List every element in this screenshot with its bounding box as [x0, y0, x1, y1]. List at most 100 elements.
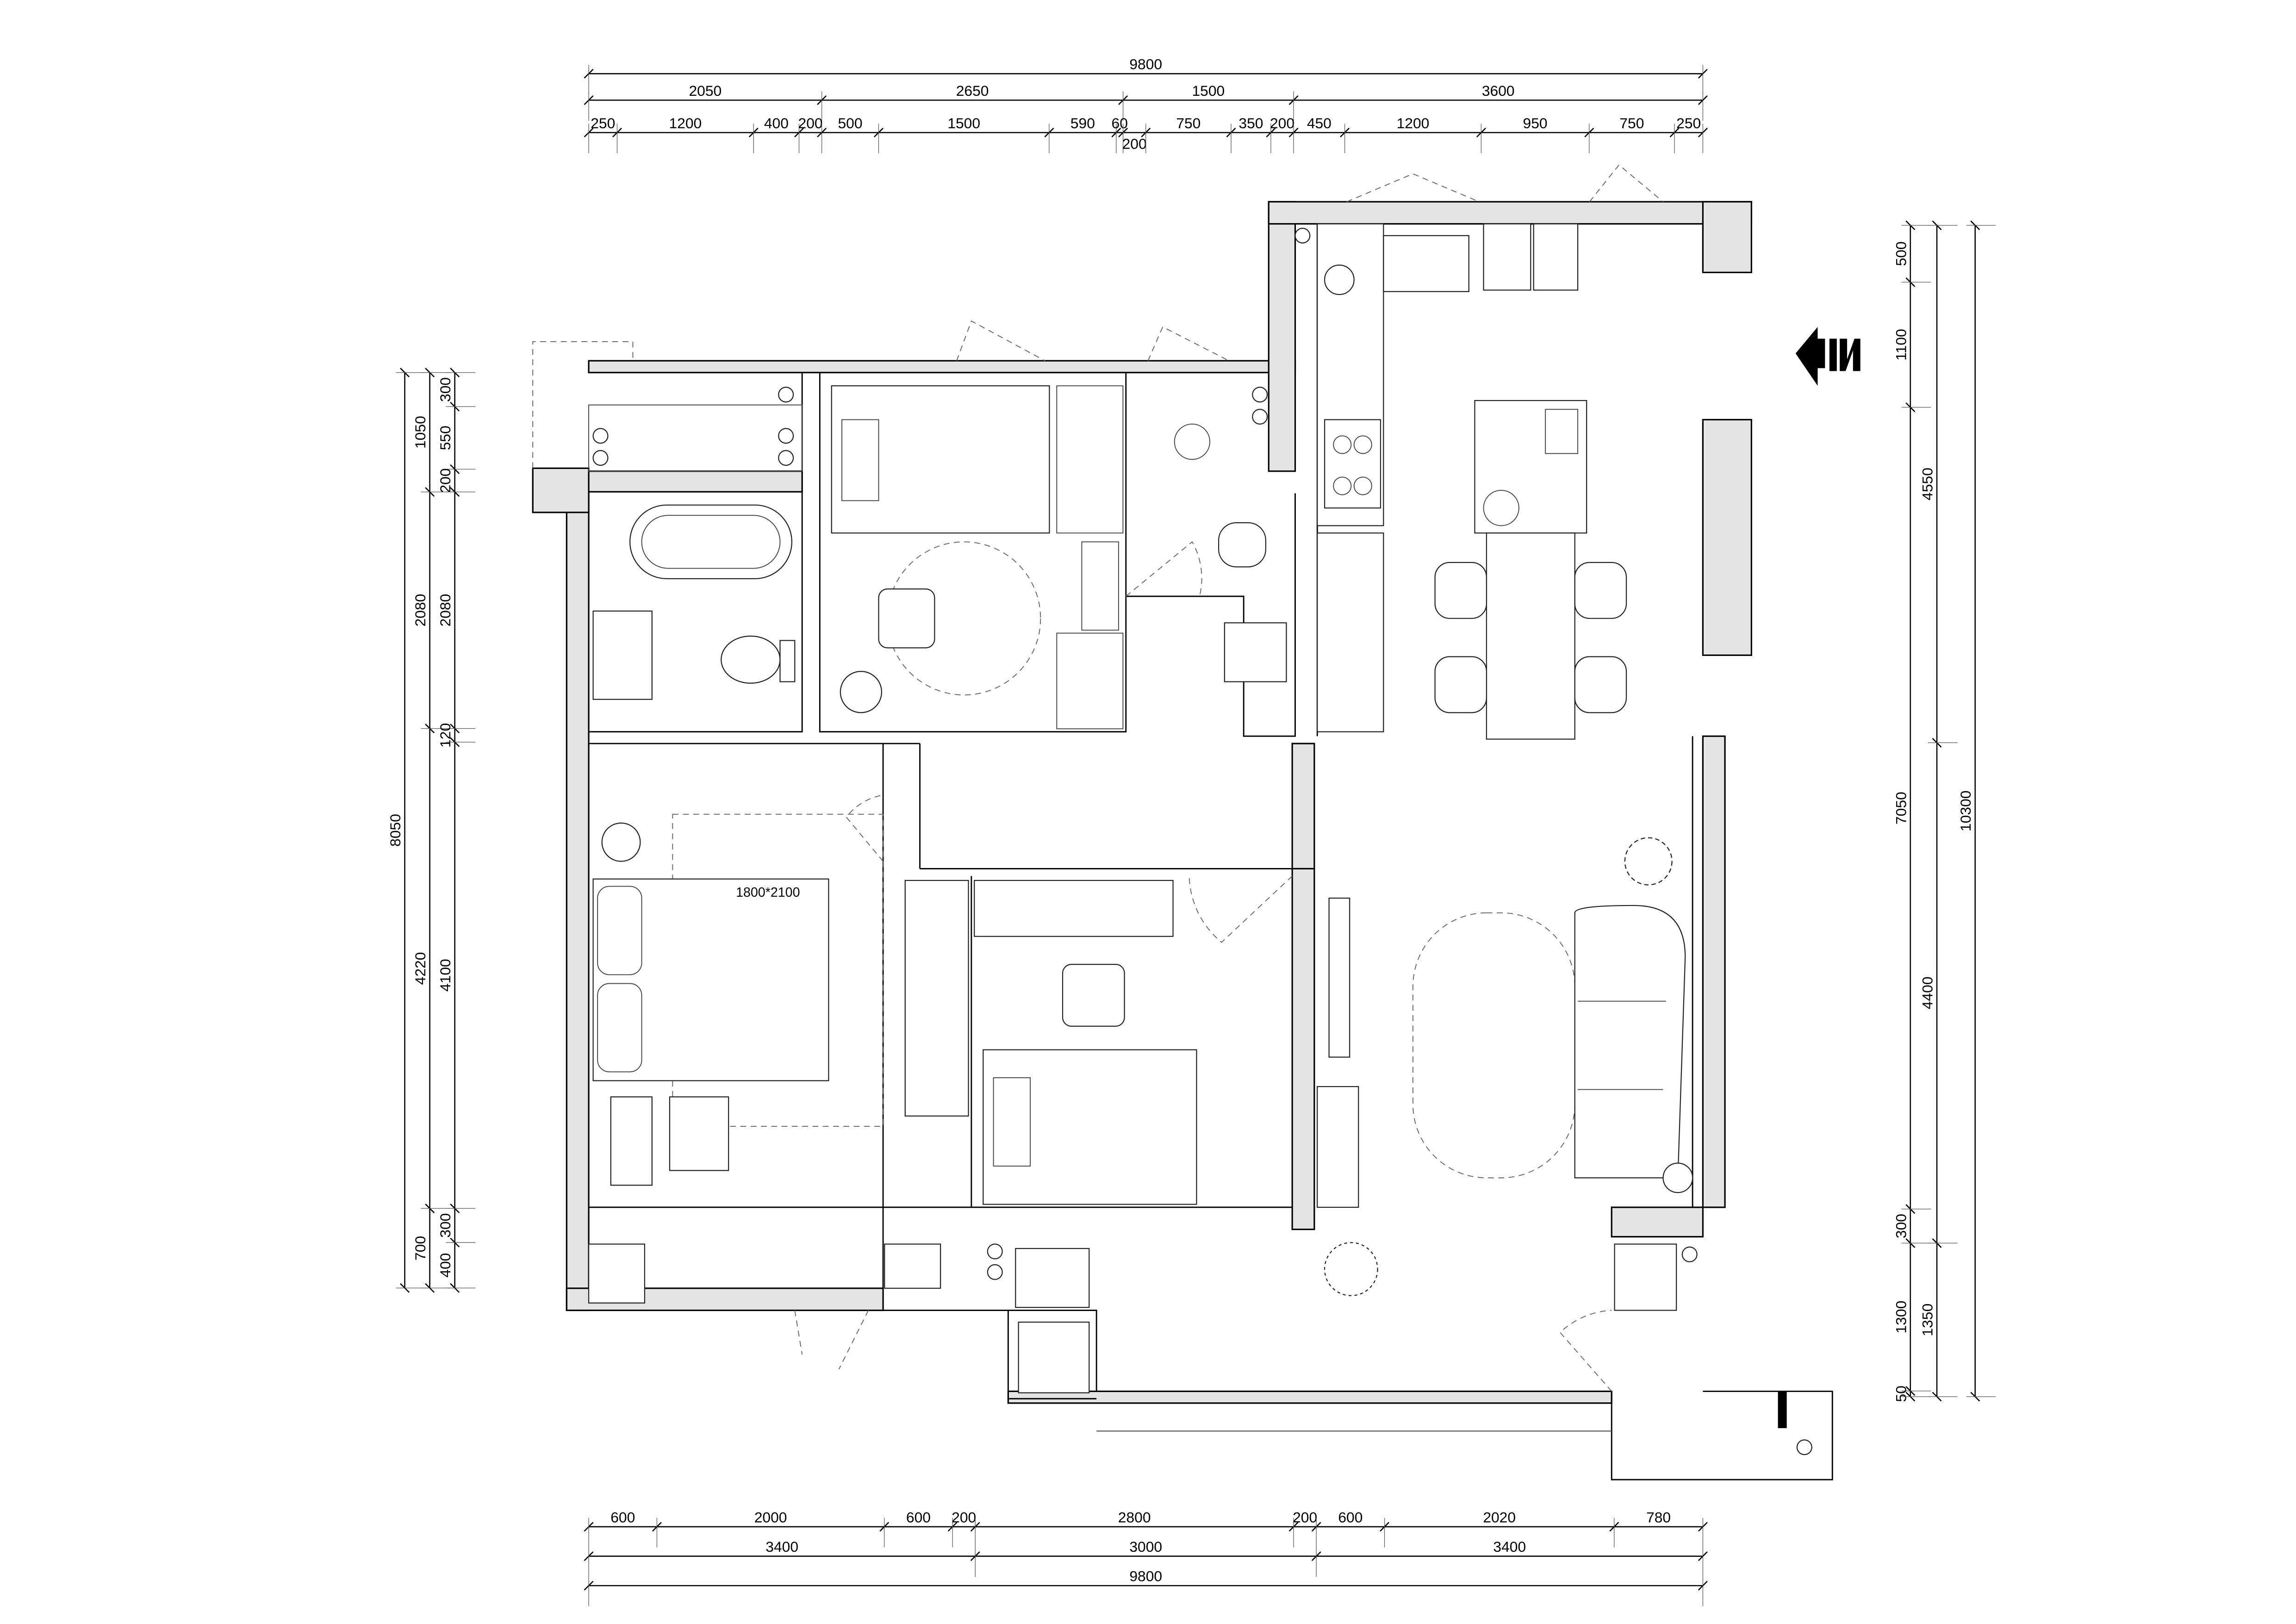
door-bedroom1: [846, 794, 884, 862]
bed-size-label: 1800*2100: [736, 885, 800, 900]
dimension-label: 1500: [947, 115, 980, 131]
dimension-label: 120: [437, 723, 454, 748]
wardrobe-hanging: [1056, 632, 1124, 730]
wardrobe-bedroom2: [974, 880, 1174, 937]
pipe: [592, 450, 609, 466]
dimension-label: 450: [1307, 115, 1332, 131]
cabinet-column: [1317, 532, 1384, 732]
dining-chair: [1434, 562, 1487, 619]
dimension-label: 300: [437, 377, 454, 402]
living-room-furniture: [1317, 837, 1812, 1455]
double-bed: [592, 878, 829, 1081]
second-bedroom-furniture: [974, 880, 1197, 1393]
dimension-label: 200: [952, 1509, 976, 1525]
master-bedroom-furniture: 1800*2100: [588, 813, 969, 1304]
dimension-label: 300: [1892, 1214, 1909, 1238]
dimension-label: 600: [610, 1509, 635, 1525]
dimension-label: 500: [1892, 242, 1909, 266]
pipe: [778, 428, 794, 444]
oval-rug: [1412, 912, 1575, 1179]
wardrobe-room-outline: [819, 372, 1127, 733]
dimension-label: 500: [838, 115, 863, 131]
kitchen-island: [1474, 400, 1587, 534]
dimension-label: 1200: [1397, 115, 1430, 131]
dimension-label: 200: [1293, 1509, 1317, 1525]
burner: [1353, 435, 1372, 454]
pipe: [778, 387, 794, 403]
plant: [1324, 1242, 1378, 1296]
window-top-right: [1589, 164, 1664, 202]
ottoman: [669, 1096, 729, 1171]
dining-chair: [1574, 656, 1627, 713]
dimension-label: 200: [1270, 115, 1294, 131]
balcony-box: [1611, 1390, 1833, 1480]
wall-right-lower: [1702, 735, 1726, 1208]
bathtub: [629, 504, 793, 580]
wardrobe-hanging: [1056, 385, 1124, 534]
pipe: [987, 1264, 1003, 1280]
pipe: [987, 1243, 1003, 1260]
partitions: [532, 224, 1833, 1480]
dimension-label: 1350: [1919, 1304, 1936, 1337]
pillow: [993, 1077, 1031, 1167]
tall-cabinet: [1533, 223, 1579, 291]
dimension-label: 2080: [437, 594, 454, 627]
cooktop: [1324, 419, 1381, 509]
decor-flower: [1624, 837, 1673, 886]
dimension-label: 2650: [956, 82, 989, 99]
island-cooktop: [1545, 409, 1579, 454]
dimension-label: 600: [906, 1509, 931, 1525]
storage-cabinet: [588, 1243, 646, 1304]
floor-drain: [1174, 424, 1211, 460]
walls: [532, 201, 1752, 1404]
wall-left-corner: [532, 467, 590, 513]
dimension-label: 1050: [412, 416, 429, 449]
pipe: [1252, 409, 1268, 425]
floor-lamp: [601, 822, 641, 862]
dimension-label: 1500: [1192, 82, 1225, 99]
dimension-label: 250: [1676, 115, 1701, 131]
entrance-arrow-icon: [1795, 327, 1860, 386]
study-bed: [831, 385, 1050, 534]
dining-table: [1486, 532, 1575, 740]
dining-chair: [1434, 656, 1487, 713]
storage-cabinet: [884, 1243, 941, 1289]
toilet-room-outline: [1126, 493, 1296, 737]
corner-lamp: [1662, 1162, 1693, 1193]
study-room-furniture: [831, 385, 1287, 730]
dimension-label: 700: [412, 1236, 429, 1261]
dimension-label: 200: [1122, 135, 1147, 152]
utility-cabinet: [1018, 1321, 1090, 1393]
meter-box: [1778, 1391, 1787, 1428]
dimension-label: 200: [437, 468, 454, 493]
dimension-label: 50: [1892, 1386, 1909, 1402]
toilet: [721, 635, 781, 684]
dimension-label: 300: [437, 1213, 454, 1238]
dimension-label: 400: [764, 115, 789, 131]
washbasin: [1224, 622, 1287, 682]
dimension-label: 60: [1112, 115, 1128, 131]
laundry-sink: [1015, 1248, 1090, 1308]
round-table-corner: [1324, 264, 1355, 295]
toilet-2: [1218, 522, 1267, 568]
utility-box: [1007, 1310, 1097, 1399]
kitchen-dining-furniture: [1294, 223, 1627, 740]
dimension-label: 750: [1619, 115, 1644, 131]
wall-right-bottom: [1611, 1206, 1704, 1238]
dimension-label: 350: [1238, 115, 1263, 131]
dimension-label: 3000: [1129, 1538, 1162, 1555]
bathroom-outline: [588, 372, 803, 733]
dimension-label: 9800: [1129, 56, 1162, 73]
window-wardrobe: [956, 320, 1045, 362]
dimension-label: 200: [798, 115, 823, 131]
dimension-label: 10300: [1957, 791, 1974, 831]
wall-right-upper: [1702, 201, 1752, 274]
wardrobe-bedroom1: [904, 880, 969, 1117]
wall-bath-top: [588, 470, 803, 493]
dimension-label: 590: [1070, 115, 1095, 131]
pillow: [597, 886, 642, 975]
side-table: [840, 671, 883, 713]
dimension-label: 600: [1338, 1509, 1363, 1525]
